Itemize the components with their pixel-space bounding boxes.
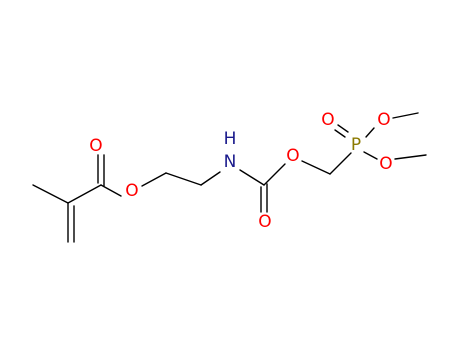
bond-ch2-ch2 (165, 172, 202, 186)
atom-n: N (224, 152, 237, 172)
bond-omethoxy2-ch3 (394, 154, 427, 160)
bond-omethoxy1-ch3 (392, 112, 419, 119)
atom-labels: O O H N O O O P O O (89, 110, 392, 232)
bond-p-o-double-a (334, 129, 346, 138)
atom-p: P (351, 135, 361, 155)
atom-o-phosphoryl: O (321, 110, 334, 130)
bond-carbonyl-oester (100, 184, 122, 197)
atom-o-methoxy-1: O (377, 110, 390, 130)
atom-h-on-nitrogen: H (224, 129, 237, 149)
atom-o-ester-link: O (125, 181, 138, 201)
bond-methyl (32, 184, 69, 204)
bond-carbamate-o (263, 163, 286, 186)
bonds (32, 112, 427, 243)
bond-p-o-double-b (337, 124, 349, 133)
bond-n-carbamate (239, 169, 265, 186)
bond-ch2-n (200, 171, 221, 186)
atom-o-carbamate-carbonyl: O (258, 212, 271, 232)
bond-o-ch2-p (301, 160, 331, 175)
atom-o-methoxy-2: O (379, 154, 392, 174)
atom-o-carbamate-link: O (286, 146, 299, 166)
atom-o-ester-carbonyl: O (89, 136, 102, 156)
bond-alpha-carbonyl (67, 184, 102, 204)
bond-p-omethoxy2 (363, 151, 378, 160)
bond-oester-ch2 (141, 172, 167, 187)
bond-ch2-p (329, 152, 352, 175)
bond-p-omethoxy1 (365, 127, 375, 138)
